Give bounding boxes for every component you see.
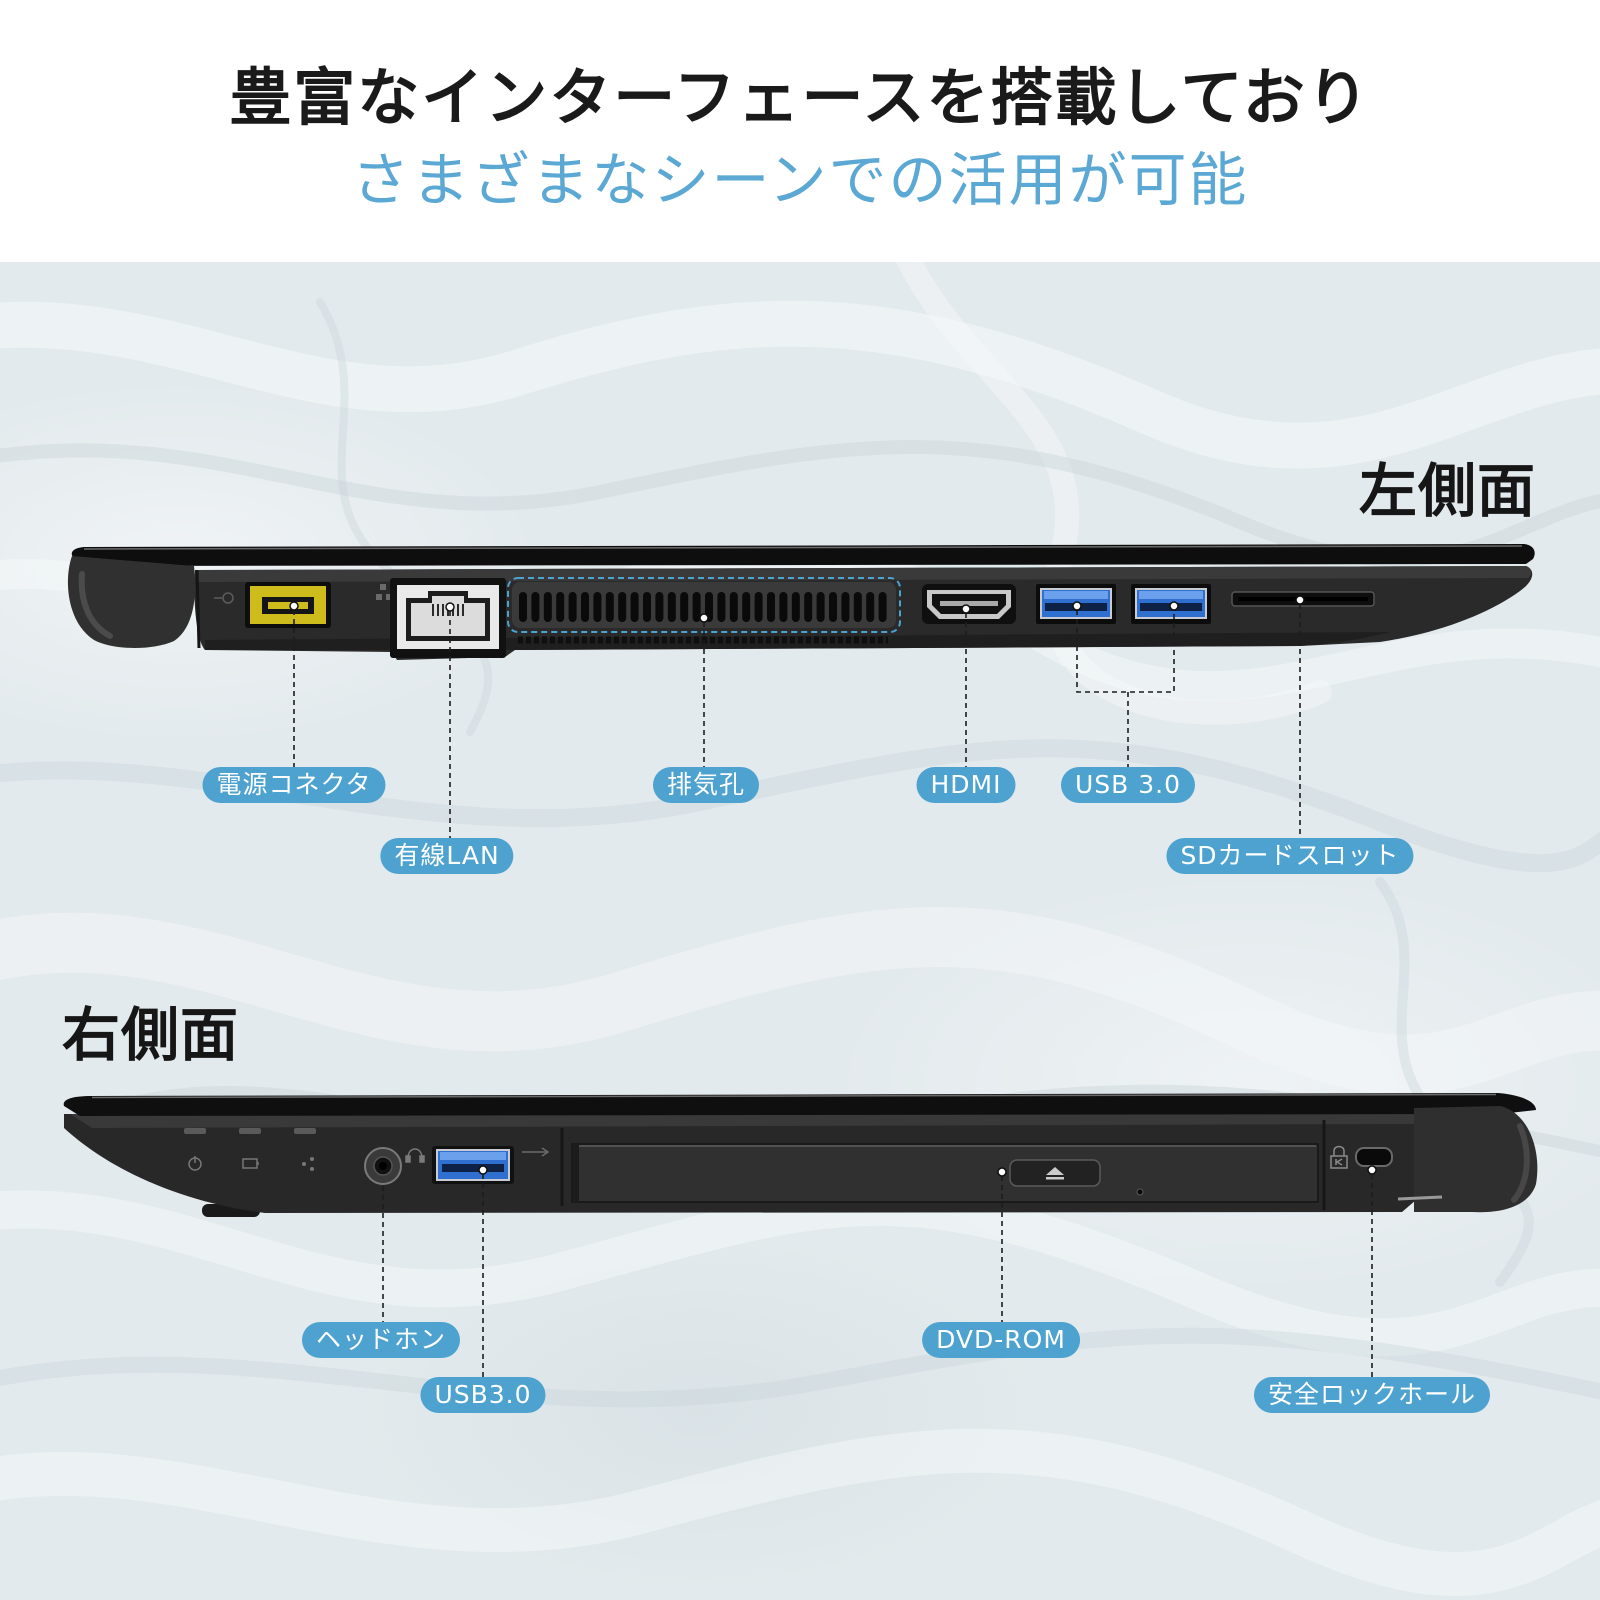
marble-background bbox=[0, 262, 1600, 1596]
label-usb-left: USB 3.0 bbox=[1060, 767, 1196, 803]
label-headphone: ヘッドホン bbox=[301, 1322, 461, 1358]
page-subtitle: さまざまなシーンでの活用が可能 bbox=[351, 146, 1249, 214]
label-usb-right: USB3.0 bbox=[420, 1377, 546, 1413]
label-power-connector: 電源コネクタ bbox=[202, 767, 386, 803]
label-vent: 排気孔 bbox=[652, 767, 760, 803]
right-side-heading: 右側面 bbox=[62, 1001, 240, 1069]
marble-light-swirls bbox=[0, 262, 1600, 1596]
page-title: 豊富なインターフェースを搭載しており bbox=[229, 61, 1371, 134]
label-security-lock: 安全ロックホール bbox=[1253, 1377, 1491, 1413]
label-sd-slot: SDカードスロット bbox=[1166, 838, 1414, 874]
label-hdmi: HDMI bbox=[916, 767, 1016, 803]
left-side-heading: 左側面 bbox=[1358, 457, 1536, 525]
label-dvd: DVD-ROM bbox=[922, 1322, 1080, 1358]
header-band: 豊富なインターフェースを搭載しており さまざまなシーンでの活用が可能 bbox=[0, 0, 1600, 262]
marble-backdrop bbox=[0, 262, 1600, 1600]
label-lan: 有線LAN bbox=[380, 838, 514, 874]
